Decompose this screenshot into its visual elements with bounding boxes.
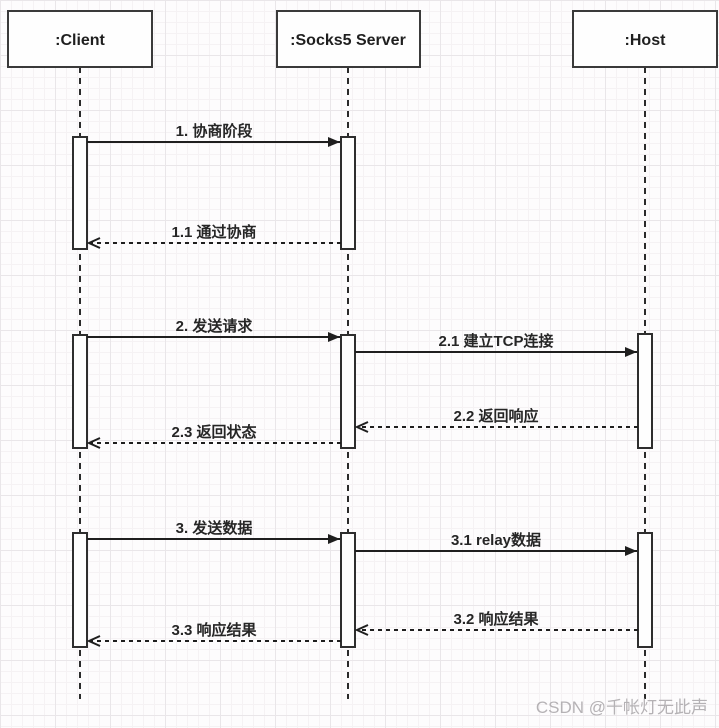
message-label-1-1: 1.1 通过协商 (171, 223, 256, 241)
message-label-2-1: 2.1 建立TCP连接 (438, 332, 553, 350)
message-label-1: 1. 协商阶段 (176, 122, 253, 140)
message-label-3-2: 3.2 响应结果 (453, 610, 539, 628)
actor-label-socks5-server: :Socks5 Server (290, 32, 406, 49)
message-label-2: 2. 发送请求 (176, 317, 254, 335)
activation-bar-client-3 (72, 532, 88, 648)
actor-label-host: :Host (625, 32, 667, 49)
activation-bar-server-1 (340, 136, 356, 250)
activation-bar-client-2 (72, 334, 88, 449)
activation-bar-server-3 (340, 532, 356, 648)
activation-bar-host-2 (637, 532, 653, 648)
actor-box-host (572, 10, 718, 68)
message-label-3: 3. 发送数据 (176, 519, 253, 537)
actor-box-client (7, 10, 153, 68)
actor-label-client: :Client (55, 32, 105, 49)
watermark-text: CSDN @千帐灯无此声 (536, 698, 708, 717)
message-label-3-3: 3.3 响应结果 (171, 621, 257, 639)
activation-bar-host-1 (637, 333, 653, 449)
message-label-2-2: 2.2 返回响应 (453, 407, 538, 425)
message-label-2-3: 2.3 返回状态 (171, 423, 256, 441)
activation-bar-client-1 (72, 136, 88, 250)
message-label-3-1: 3.1 relay数据 (451, 531, 541, 549)
activation-bar-server-2 (340, 334, 356, 449)
actor-box-socks5-server (276, 10, 421, 68)
